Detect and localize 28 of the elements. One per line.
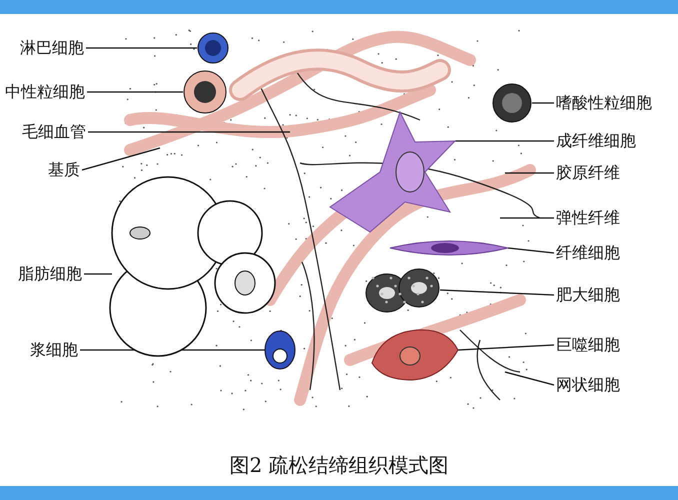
part-label: 基质	[48, 160, 80, 180]
leader-line	[88, 131, 290, 133]
leader-line	[87, 91, 183, 93]
leader-line	[84, 273, 112, 275]
part-label: 中性粒细胞	[5, 82, 85, 102]
part-label: 毛细血管	[22, 122, 86, 142]
leader-line	[82, 147, 160, 171]
leader-line	[440, 289, 554, 296]
part-label: 淋巴细胞	[20, 38, 84, 58]
leader-line	[504, 371, 554, 386]
leader-line	[500, 217, 554, 219]
part-label: 胶原纤维	[556, 163, 620, 183]
leader-line	[455, 140, 554, 142]
figure-caption: 图2 疏松结缔组织模式图	[228, 452, 450, 479]
part-label: 成纤维细胞	[556, 131, 636, 151]
leader-line	[508, 247, 554, 254]
leader-line	[86, 47, 197, 49]
part-label: 肥大细胞	[556, 285, 620, 305]
part-label: 嗜酸性粒细胞	[556, 93, 652, 113]
part-label: 弹性纤维	[556, 208, 620, 228]
part-label: 脂肪细胞	[18, 264, 82, 284]
leader-line	[458, 344, 554, 351]
part-label: 纤维细胞	[556, 243, 620, 263]
part-label: 网状细胞	[556, 375, 620, 395]
part-label: 巨噬细胞	[556, 335, 620, 355]
leader-line	[532, 102, 554, 104]
leader-line	[505, 172, 554, 174]
part-label: 浆细胞	[30, 340, 78, 360]
